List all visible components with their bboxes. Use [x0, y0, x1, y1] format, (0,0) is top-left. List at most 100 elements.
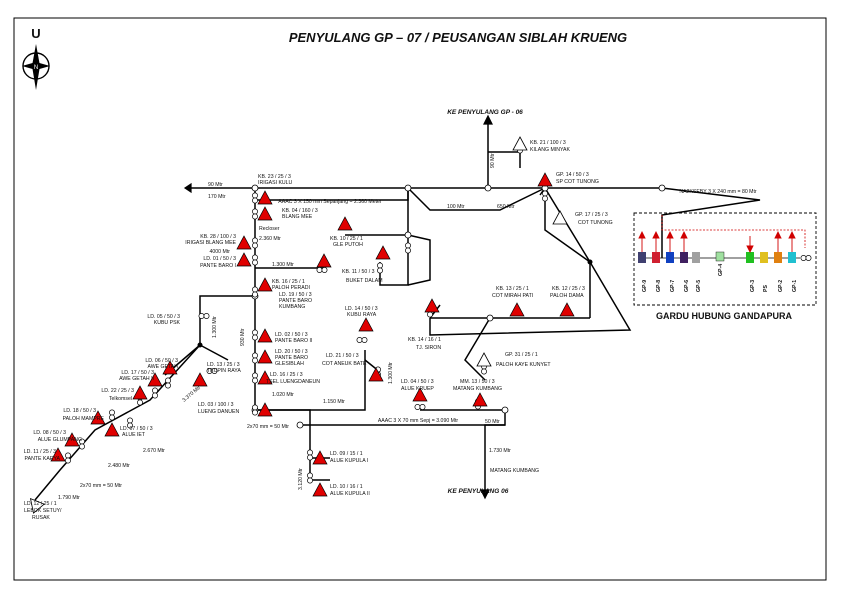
dist-2360: 2.360 Mtr	[259, 236, 281, 242]
dist-1300: 1.300 Mtr	[272, 262, 294, 268]
label-telkomsel: Telkomsel	[109, 396, 132, 402]
label-ld20: LD. 20 / 50 / 3	[275, 349, 308, 355]
cell-gp4	[715, 251, 725, 262]
label-cot-tunong: COT TUNONG	[578, 220, 613, 226]
label-ld19: LD. 19 / 50 / 3	[279, 292, 312, 298]
label-pante-karya: PANTE KARYA	[25, 456, 61, 462]
label-kb11: KB. 11 / 50 / 3	[342, 269, 375, 275]
label-ld13: LD. 13 / 25 / 3	[207, 362, 240, 368]
label-sp-cot-tunong: SP COT TUNONG	[556, 179, 599, 185]
label-gp14: GP. 14 / 50 / 3	[556, 172, 589, 178]
label-alue-kupula-i: ALUE KUPULA I	[330, 458, 368, 464]
dist-90-vertical: 90 Mtr	[490, 153, 496, 168]
label-teupin-raya: TEUPIN RAYA	[207, 368, 241, 374]
label-ke-gp06-top: KE PENYULANG GP - 06	[447, 109, 523, 116]
cell-gp9	[638, 252, 646, 263]
cell-gp5	[692, 252, 700, 263]
dist-90: 90 Mtr	[208, 182, 223, 188]
cell-label-gp9: GP-9	[642, 280, 648, 292]
dist-4000: 4000 Mtr	[210, 249, 231, 255]
label-paloh-kaye-kunyet: PALOH KAYE KUNYET	[496, 362, 551, 368]
cell-label-gp7: GP-7	[670, 280, 676, 292]
label-awe-getah: AWE GETAH	[147, 364, 178, 370]
label-awe-getah-ii: AWE GETAH II	[119, 376, 154, 382]
label-alue-iet: ALUE IET	[122, 432, 146, 438]
label-ld07: LD. 07 / 50 / 3	[120, 426, 153, 432]
cell-gp7	[666, 252, 674, 263]
label-ld11: LD. 11 / 25 / 3	[24, 449, 56, 455]
cell-gp8	[652, 252, 660, 263]
cell-gp3	[746, 252, 754, 263]
label-matang-kumbang: MATANG KUMBANG	[453, 386, 502, 392]
label-kb13: KB. 13 / 25 / 1	[496, 286, 529, 292]
label-pante-baro-ii: PANTE BARO II	[275, 338, 312, 344]
cell-gp2	[774, 252, 782, 263]
label-rusak: RUSAK	[32, 515, 50, 521]
label-ld04: LD. 04 / 50 / 3	[401, 379, 434, 385]
page-border	[13, 17, 827, 581]
label-gp31: GP. 31 / 25 / 1	[505, 352, 538, 358]
label-ld01: LD. 01 / 50 / 3	[203, 256, 236, 262]
cell-label-gp2: GP-2	[778, 280, 784, 292]
dist-1790: 1.790 Mtr	[58, 495, 80, 501]
aaac70-label: AAAC 3 X 70 mm Sepj = 3.090 Mtr	[378, 418, 459, 424]
label-tsel-lueng: TSEL LUENGDANEUN	[266, 379, 320, 385]
gardu-hubung-panel: GP-9 GP-8 GP-7 GP-6 GP-5 GP-4 GP-3 PS GP…	[638, 215, 812, 292]
label-lebok-setuy: LEBOK SETUY/	[24, 508, 62, 514]
label-alue-kruep: ALUE KRUEP	[401, 386, 434, 392]
label-tj-siron: TJ. SIRON	[416, 345, 441, 351]
compass-icon: U N	[22, 26, 50, 90]
cable-top-label: NA2XSEBY 3 X 240 mm = 80 Mtr	[679, 189, 757, 195]
label-kilang-minyak: KILANG MINYAK	[530, 147, 571, 153]
label-alue-glumpang: ALUE GLUMPANG	[38, 437, 82, 443]
label-ld22: LD. 22 / 25 / 3	[101, 388, 134, 394]
label-ld12: LD. 12 / 25 / 1	[24, 501, 57, 507]
label-kb21: KB. 21 / 100 / 3	[530, 140, 566, 146]
label-cot-aneuk-bate: COT ANEUK BATE	[322, 361, 367, 367]
label-lueng-danuen: LUENG DANUEN	[198, 409, 239, 415]
aaac150-label: AAAC 3 X 150 mm Sepanjang = 2.360 Meter	[278, 199, 382, 205]
dist-1730: 1.730 Mtr	[489, 448, 511, 454]
compass-north-label: U	[31, 26, 40, 41]
label-pante-baro-kumbang: PANTE BARO	[279, 298, 312, 304]
gardu-hubung-box	[633, 212, 817, 306]
label-ld09: LD. 09 / 15 / 1	[330, 451, 363, 457]
label-kumbang: KUMBANG	[279, 304, 305, 310]
dist-1300-vertical-2: 1.300 Mtr	[388, 362, 394, 384]
cell-label-gp1: GP-1	[792, 280, 798, 292]
label-ld14: LD. 14 / 50 / 3	[345, 306, 378, 312]
label-matang-kumbang-2: MATANG KUMBANG	[490, 468, 539, 474]
label-glesiblah: GLESIBLAH	[275, 361, 304, 367]
dist-50: 50 Mtr	[485, 419, 500, 425]
label-blang-mee: BLANG MEE	[282, 214, 313, 220]
diagram-title: PENYULANG GP – 07 / PEUSANGAN SIBLAH KRU…	[289, 30, 627, 45]
label-kb12: KB. 12 / 25 / 3	[552, 286, 585, 292]
cell-label-gp6: GP-6	[684, 280, 690, 292]
label-alue-kupula-ii: ALUE KUPULA II	[330, 491, 370, 497]
cell-label-gp4: GP-4	[718, 264, 724, 276]
label-pante-baro-i: PANTE BARO I	[200, 263, 236, 269]
dist-2670: 2.670 Mtr	[143, 448, 165, 454]
label-pante-baro2: PANTE BARO	[275, 355, 308, 361]
cell-label-gp5: GP-5	[696, 280, 702, 292]
cell-label-gp3: GP-3	[750, 280, 756, 292]
label-kb23: KB. 23 / 25 / 3	[258, 174, 291, 180]
cell-gp6	[680, 252, 688, 263]
label-ld21: LD. 21 / 50 / 3	[326, 353, 359, 359]
label-kubu-raya: KUBU RAYA	[347, 312, 377, 318]
dist-930: 930 Mtr	[240, 328, 246, 346]
label-paloh-peradi: PALOH PERADI	[272, 285, 310, 291]
label-ld16: LD. 16 / 25 / 3	[270, 372, 303, 378]
cell-ps	[760, 252, 768, 263]
label-kb14: KB. 14 / 16 / 1	[408, 337, 441, 343]
label-kb10: KB. 10 / 25 / 1	[330, 236, 363, 242]
label-ld08: LD. 08 / 50 / 3	[33, 430, 66, 436]
dist-2x70-b: 2x70 mm = 50 Mtr	[80, 483, 122, 489]
recloser-label: Recloser	[259, 226, 280, 232]
label-mm13: MM. 13 / 50 / 3	[460, 379, 495, 385]
dist-100: 100 Mtr	[447, 204, 465, 210]
dist-1150: 1.150 Mtr	[323, 399, 345, 405]
gardu-hubung-title: GARDU HUBUNG GANDAPURA	[656, 311, 792, 321]
label-ld10: LD. 10 / 16 / 1	[330, 484, 363, 490]
